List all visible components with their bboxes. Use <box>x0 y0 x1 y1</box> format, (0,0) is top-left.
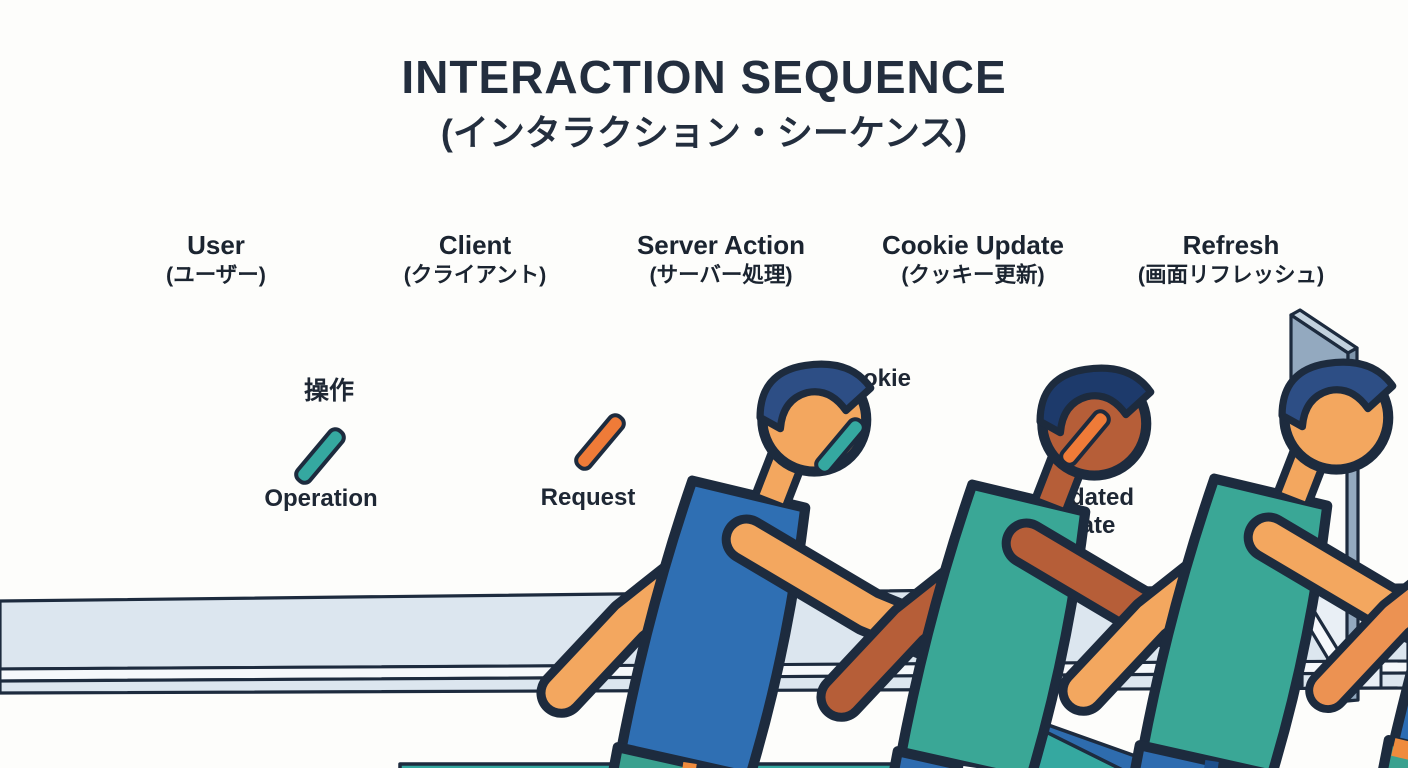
handoff-label-request: Request <box>540 484 636 511</box>
page-title-japanese: (インタラクション・シーケンス) <box>440 112 968 153</box>
stage-label-server-action-en: Server Action <box>636 230 806 260</box>
stage-label-cookie-update: Cookie Update (クッキー更新) <box>882 231 1064 288</box>
baton-request <box>574 413 626 471</box>
stage-label-server-action: Server Action (サーバー処理) <box>637 231 805 288</box>
handoff-label-operation-jp: 操作 <box>303 377 355 405</box>
stage-label-server-action-jp: (サーバー処理) <box>649 262 793 287</box>
stage-label-refresh: Refresh (画面リフレッシュ) <box>1138 231 1324 288</box>
stage-label-refresh-jp: (画面リフレッシュ) <box>1137 262 1325 287</box>
stage-label-client-jp: (クライアント) <box>403 262 547 287</box>
stage-label-cookie-update-jp: (クッキー更新) <box>901 262 1045 287</box>
stage-label-refresh-en: Refresh <box>1182 230 1280 260</box>
page-title: INTERACTION SEQUENCE <box>401 51 1007 103</box>
baton-updated-state <box>1059 409 1111 467</box>
handoff-label-operation: Operation <box>264 485 378 512</box>
stage-label-client-en: Client <box>438 230 512 260</box>
stage-label-user-jp: (ユーザー) <box>166 262 266 287</box>
stage-label-client: Client (クライアント) <box>404 231 546 288</box>
stage-label-cookie-update-en: Cookie Update <box>881 230 1065 260</box>
stage-label-user-en: User <box>187 230 245 260</box>
baton-operation <box>294 427 346 485</box>
stage-label-user: User (ユーザー) <box>166 231 266 288</box>
baton-set-cookie <box>814 417 866 475</box>
